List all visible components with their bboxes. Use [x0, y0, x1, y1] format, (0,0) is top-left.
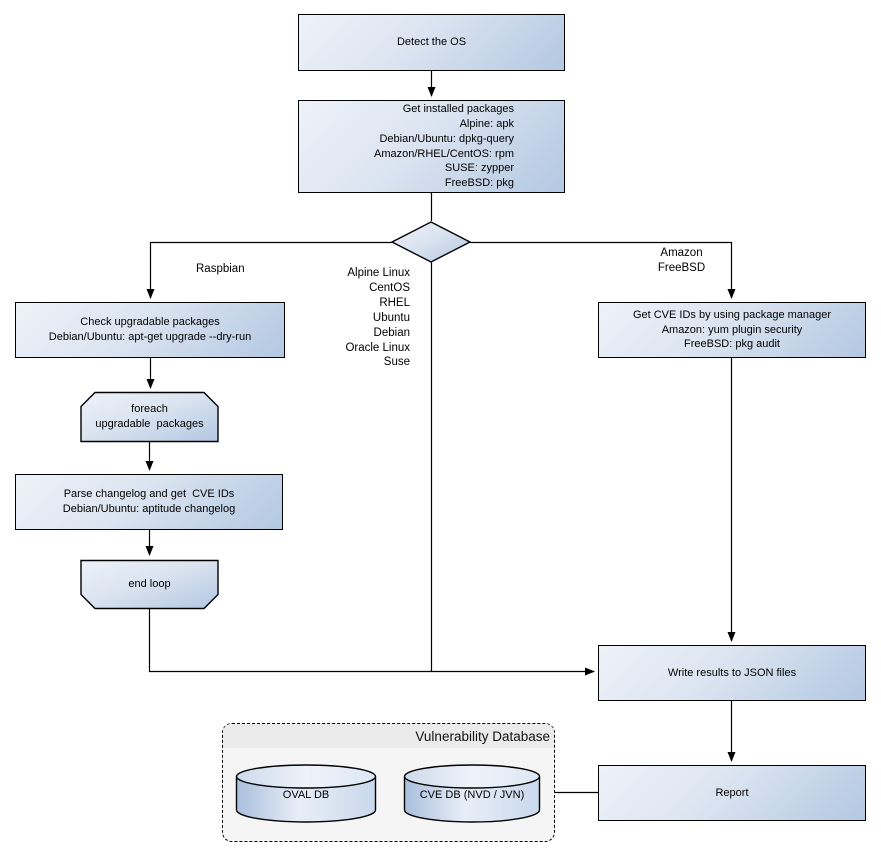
edge-endloop-to-write: [148, 608, 595, 676]
os-list-item: Oracle Linux: [345, 341, 410, 354]
cylinder-label: OVAL DB: [282, 789, 330, 801]
edge-label-os-list: Alpine Linux CentOS RHEL Ubuntu Debian O…: [300, 266, 410, 370]
node-write-results: Write results to JSON files: [598, 645, 866, 701]
os-list-item: RHEL: [379, 296, 410, 309]
node-foreach-loop-label: foreach upgradable packages: [79, 391, 220, 443]
os-list-item: Alpine Linux: [347, 267, 410, 279]
edge-label-line: Amazon: [660, 247, 703, 259]
group-title-text: Vulnerability Database: [415, 728, 550, 744]
cylinder-label: CVE DB (NVD / JVN): [419, 789, 525, 801]
edge-label-raspbian: Raspbian: [196, 263, 245, 275]
node-line: foreach: [131, 403, 168, 416]
node-label: Write results to JSON files: [667, 666, 797, 679]
edge-decision-to-check-upgradable: [146, 241, 392, 299]
node-line: Get installed packages: [402, 103, 514, 116]
cve-db-label: CVE DB (NVD / JVN): [403, 780, 541, 810]
node-parse-changelog: Parse changelog and get CVE IDs Debian/U…: [15, 474, 283, 530]
decision-diamond: [390, 221, 472, 263]
node-line: Debian/Ubuntu: dpkg-query: [379, 132, 514, 145]
node-line: SUSE: zypper: [444, 162, 514, 175]
node-label: Detect the OS: [396, 36, 467, 49]
node-line: Amazon: yum plugin security: [661, 323, 803, 336]
oval-db-cylinder: [235, 764, 377, 823]
node-line: Debian/Ubuntu: apt-get upgrade --dry-run: [48, 331, 252, 343]
node-line: Parse changelog and get CVE IDs: [63, 488, 235, 501]
node-get-cve-ids: Get CVE IDs by using package manager Ama…: [598, 302, 866, 358]
edge-decision-to-getcve: [470, 241, 736, 299]
node-end-loop-label: end loop: [79, 559, 220, 610]
edge-label-amazon-freebsd: Amazon FreeBSD: [644, 246, 719, 276]
node-line: Debian/Ubuntu: aptitude changelog: [62, 503, 236, 515]
node-line: FreeBSD: pkg: [444, 176, 514, 189]
cve-db-cylinder: [403, 764, 541, 823]
node-line: FreeBSD: pkg audit: [684, 338, 780, 351]
node-get-installed-packages: Get installed packages Alpine: apk Debia…: [298, 100, 565, 193]
node-line: Alpine: apk: [459, 118, 514, 131]
node-line: Check upgradable packages: [80, 316, 220, 329]
node-line: Amazon/RHEL/CentOS: rpm: [374, 147, 514, 160]
group-title: Vulnerability Database: [223, 724, 554, 748]
node-detect-os: Detect the OS: [298, 14, 565, 71]
node-check-upgradable-packages: Check upgradable packages Debian/Ubuntu:…: [15, 302, 285, 358]
oval-db-label: OVAL DB: [235, 780, 377, 810]
node-foreach-loop-start: [80, 391, 219, 443]
node-end-loop: [80, 559, 219, 610]
os-list-item: Debian: [373, 326, 410, 339]
node-line: end loop: [128, 578, 171, 591]
node-report: Report: [598, 765, 866, 821]
node-label: Report: [715, 786, 749, 799]
node-line: upgradable packages: [95, 418, 204, 430]
os-list-item: Suse: [383, 356, 410, 369]
node-line: Get CVE IDs by using package manager: [632, 308, 832, 321]
os-list-item: CentOS: [369, 281, 410, 294]
edge-label-line: FreeBSD: [657, 261, 706, 274]
os-list-item: Ubuntu: [372, 311, 410, 324]
